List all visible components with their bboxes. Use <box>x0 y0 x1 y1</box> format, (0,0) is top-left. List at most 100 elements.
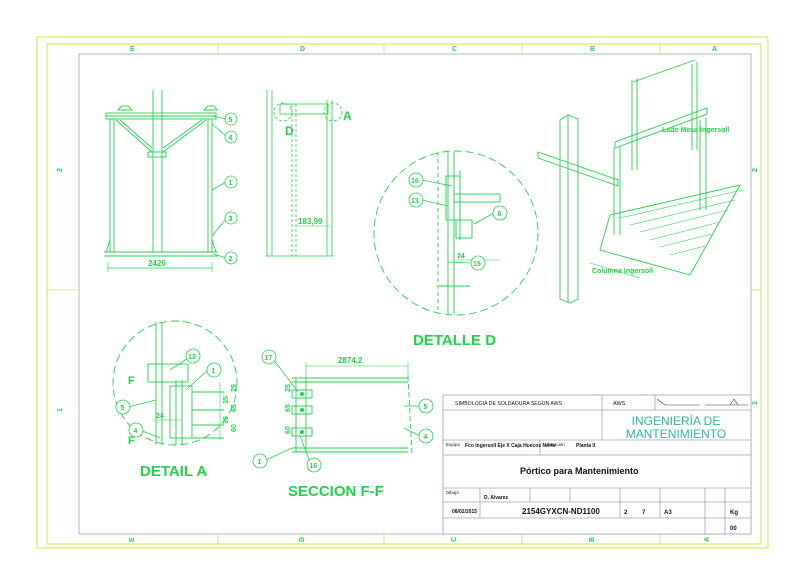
dept-name-line2: MANTENIMIENTO <box>626 427 726 441</box>
detail-a-view <box>112 320 238 446</box>
detail-a-dim-60: 60 <box>231 424 238 432</box>
section-ff-labels: 17 5 4 1 16 2874,2 25 65 60 SECCION F-F <box>258 355 428 500</box>
side-view <box>266 90 343 257</box>
sheet-inner-frame <box>46 43 762 545</box>
hoja-total: 7 <box>642 510 646 516</box>
title-block <box>442 394 752 535</box>
hoja-number: 2 <box>624 510 628 516</box>
zone-label-bottom-a: A <box>704 537 711 542</box>
balloon-ff-17: 17 <box>265 355 273 362</box>
balloon-ff-1: 1 <box>258 459 262 466</box>
zone-ticks <box>47 44 761 544</box>
zone-label-bottom-e: E <box>129 537 136 542</box>
section-ff-dim-65: 65 <box>285 404 292 412</box>
weld-symbol-title: SIMBOLOGIA DE SOLDADURA SEGUN AWS <box>455 401 563 407</box>
front-view-width-dim: 2426 <box>148 259 166 268</box>
zone-label-top-e: E <box>130 46 135 53</box>
zone-label-bottom-b: B <box>589 537 596 542</box>
balloon-ff-16: 16 <box>310 463 318 470</box>
zone-label-left-1: 1 <box>57 408 64 412</box>
iso-label-mesa: Lado Mesa Ingersoll <box>662 127 729 134</box>
section-ff-title: SECCION F-F <box>288 483 384 500</box>
balloon-front-5: 5 <box>229 117 233 124</box>
side-view-dim: 183,99 <box>298 217 323 226</box>
plano-number: 2154GYXCN-ND1100 <box>522 507 600 516</box>
ubicacion-value: Planta II <box>576 443 596 449</box>
sheet-size: A3 <box>664 510 672 516</box>
detail-d-balloons <box>408 172 508 271</box>
ubicacion-label: Ubicación <box>545 442 565 447</box>
balloon-front-4: 4 <box>229 135 233 142</box>
detail-a-dim-35a: 35 <box>223 396 230 404</box>
balloon-front-3: 3 <box>229 216 233 223</box>
detail-a-dim-35b: 35 <box>223 416 230 424</box>
section-ff-bolts <box>300 392 304 434</box>
balloon-a-4: 4 <box>134 428 138 435</box>
side-view-label-a: A <box>343 109 352 123</box>
zone-label-right-2: 2 <box>752 168 759 172</box>
drawing-title: Pórtico para Mantenimiento <box>520 466 639 476</box>
front-view <box>104 90 218 272</box>
section-ff-dim-top: 2874,2 <box>338 356 363 365</box>
detail-a-dim-65: 65 <box>231 404 238 412</box>
dibujo-label: Dibujó <box>446 490 459 495</box>
balloon-a-13: 13 <box>188 354 196 361</box>
balloon-d-6: 6 <box>498 211 502 218</box>
detail-a-balloons <box>115 348 222 439</box>
detail-a-section-f1: F <box>128 375 135 387</box>
zone-label-top-a: A <box>712 46 717 53</box>
detail-d-labels: 16 13 6 15 24 DETALLE D <box>411 178 502 349</box>
front-view-balloons <box>211 112 238 265</box>
front-view-balloon-labels: 5 4 1 3 2 <box>229 117 233 263</box>
detail-a-section-f2: F <box>128 435 135 447</box>
dept-name-line1: INGENIERÍA DE <box>632 413 721 428</box>
section-ff-view <box>291 362 413 455</box>
zone-label-right-1: 1 <box>752 401 759 405</box>
drawing-area-border <box>78 53 752 535</box>
zone-label-left-2: 2 <box>57 168 64 172</box>
equipo-value: Fco Ingersoll Eje X Caja Huecos Norte <box>465 443 556 449</box>
section-ff-balloons <box>252 349 434 473</box>
detail-d-dim: 24 <box>457 253 465 260</box>
detail-d-view <box>373 150 539 316</box>
fecha-value: 08/02/2015 <box>452 509 477 515</box>
title-block-text: SIMBOLOGIA DE SOLDADURA SEGUN AWS AWS IN… <box>446 401 738 532</box>
weld-symbol-icon <box>656 398 748 406</box>
zone-label-top-d: D <box>300 46 305 53</box>
iso-label-columna: Columna Ingersoll <box>592 268 653 275</box>
balloon-ff-5: 5 <box>424 404 428 411</box>
zone-labels-top: E D C B A <box>130 46 717 53</box>
balloon-a-1: 1 <box>212 368 216 375</box>
detail-a-labels: 13 1 5 4 F F 24 25 65 60 35 35 DETAIL A <box>121 354 239 480</box>
revision: 00 <box>730 526 737 532</box>
zone-label-top-c: C <box>452 46 457 53</box>
balloon-front-1: 1 <box>229 180 233 187</box>
balloon-d-13: 13 <box>411 198 419 205</box>
detail-a-dim-24: 24 <box>156 413 164 420</box>
balloon-d-16: 16 <box>411 178 419 185</box>
detail-a-dim-25: 25 <box>231 384 238 392</box>
iso-label-mesa-text: Lado Mesa Ingersoll <box>662 127 729 134</box>
zone-labels-side: 2 1 2 1 <box>57 168 759 412</box>
isometric-view <box>537 59 743 304</box>
detail-d-title: DETALLE D <box>413 332 496 349</box>
side-view-label-d: D <box>285 124 294 138</box>
unit: Kg <box>730 510 738 516</box>
equipo-label: Equipo <box>446 442 461 447</box>
weld-std: AWS <box>613 401 626 407</box>
balloon-front-2: 2 <box>229 256 233 263</box>
balloon-d-15: 15 <box>473 261 481 268</box>
section-ff-dim-60: 60 <box>285 426 292 434</box>
zone-label-bottom-d: D <box>299 537 306 542</box>
zone-labels-bottom: E D C B A <box>129 537 711 542</box>
section-ff-dim-25: 25 <box>285 384 292 392</box>
balloon-a-5: 5 <box>121 405 125 412</box>
zone-label-bottom-c: C <box>451 537 458 542</box>
sheet-outer-frame <box>36 36 769 549</box>
zone-label-top-b: B <box>590 46 595 53</box>
dibujo-value: D. Alvarez <box>484 495 508 501</box>
balloon-ff-4: 4 <box>424 434 428 441</box>
detail-a-title: DETAIL A <box>140 463 207 480</box>
